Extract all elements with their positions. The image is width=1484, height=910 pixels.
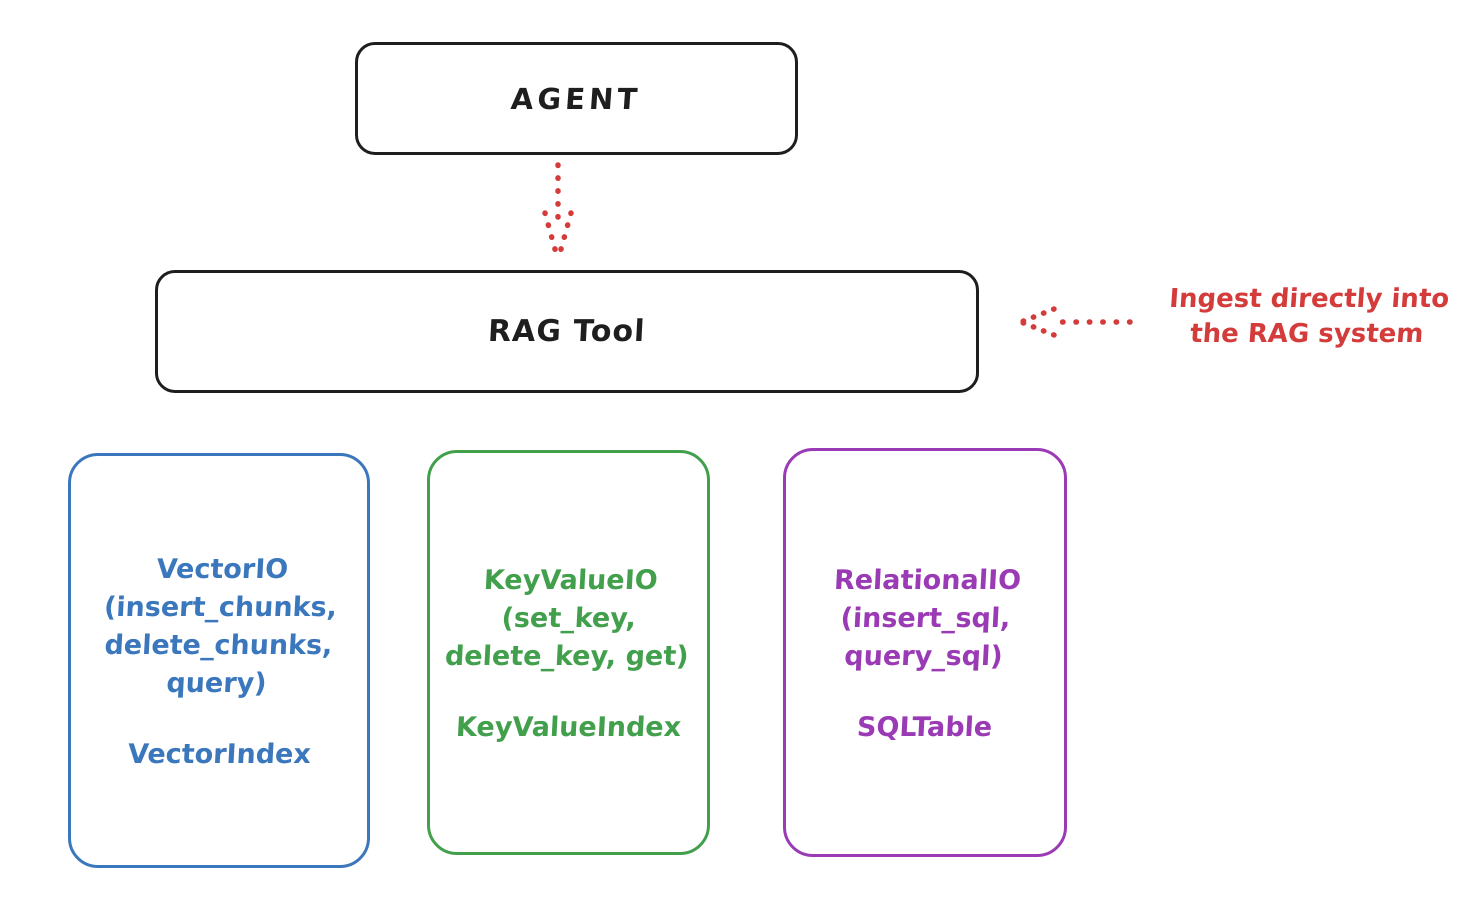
keyvalue-io-title: KeyValueIO (set_key, delete_key, get) — [443, 565, 690, 672]
rag-tool-box: RAG Tool — [155, 270, 979, 393]
relational-io-title: RelationalIO (insert_sql, query_sql) — [832, 565, 1022, 672]
ingest-arrow-icon — [1014, 303, 1136, 341]
vector-io-box: VectorIO (insert_chunks, delete_chunks, … — [68, 453, 370, 868]
relational-io-box: RelationalIO (insert_sql, query_sql) SQL… — [783, 448, 1067, 857]
ingest-annotation: Ingest directly into the RAG system — [1168, 284, 1451, 349]
agent-label: AGENT — [510, 81, 643, 116]
agent-box: AGENT — [355, 42, 798, 155]
keyvalue-index-label: KeyValueIndex — [455, 712, 682, 743]
keyvalue-io-box: KeyValueIO (set_key, delete_key, get) Ke… — [427, 450, 710, 855]
agent-to-rag-arrow-icon — [539, 161, 577, 267]
sqltable-label: SQLTable — [856, 712, 994, 743]
vector-index-label: VectorIndex — [126, 739, 312, 770]
vector-io-title: VectorIO (insert_chunks, delete_chunks, … — [102, 554, 338, 699]
rag-tool-label: RAG Tool — [487, 314, 647, 349]
